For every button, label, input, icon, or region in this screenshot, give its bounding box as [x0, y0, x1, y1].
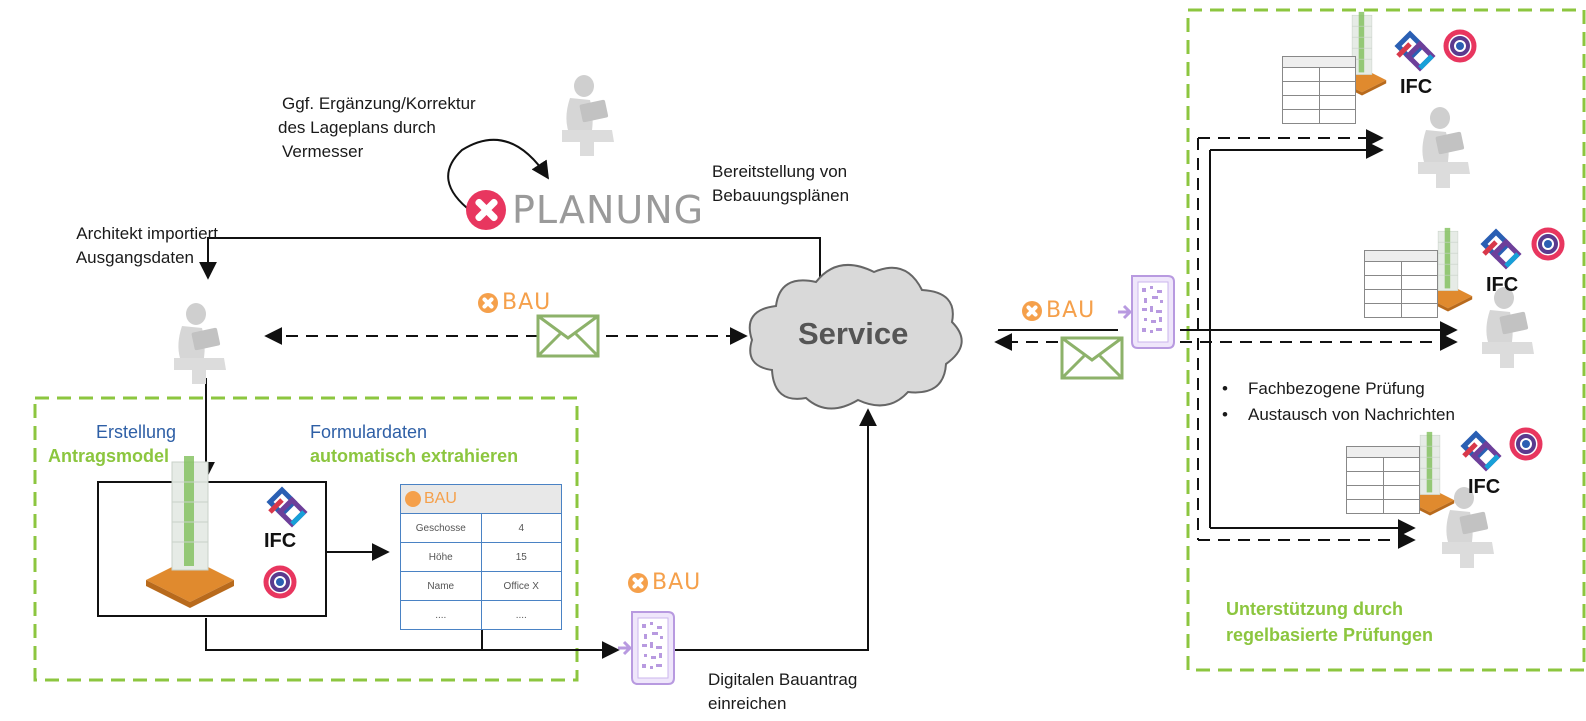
bcf-logo-icon [266, 568, 294, 596]
xplanung-logo: PLANUNG [466, 188, 704, 232]
bullet-item: Austausch von Nachrichten [1222, 402, 1455, 428]
architect-label: Architekt importiert Ausgangsdaten [75, 224, 218, 267]
correction-label: Ggf. Ergänzung/Korrektur des Lageplans d… [278, 94, 476, 161]
xbau-mark-icon [405, 491, 421, 507]
mini-form-table [1364, 250, 1438, 318]
person-at-laptop-icon [562, 75, 614, 156]
creation-label: Erstellung Antragsmodel [48, 422, 177, 466]
ifc-label: IFC [1468, 476, 1501, 498]
xbau-logo: BAU [628, 570, 701, 595]
ifc-logo-icon [1464, 434, 1498, 468]
qr-document-icon [616, 610, 676, 686]
envelope-icon [1060, 336, 1124, 380]
form-table-header: BAU [401, 485, 561, 514]
bullet-item: Fachbezogene Prüfung [1222, 376, 1455, 402]
table-row: Geschosse 4 [401, 514, 561, 543]
xbau-logo: BAU [1022, 298, 1095, 323]
mini-form-table [1282, 56, 1356, 124]
ifc-label: IFC [1486, 274, 1519, 296]
bcf-logo-icon [1512, 430, 1540, 458]
table-row: Name Office X [401, 572, 561, 601]
plan-provision-arrow [199, 237, 821, 280]
person-at-laptop-icon [1482, 287, 1534, 368]
xbau-logo: BAU [478, 290, 551, 315]
submit-label: Digitalen Bauantrag einreichen [708, 670, 858, 713]
review-bullets: Fachbezogene Prüfung Austausch von Nachr… [1222, 376, 1455, 428]
ifc-logo-icon [1484, 232, 1518, 266]
table-row: .... .... [401, 601, 561, 629]
table-row: Höhe 15 [401, 543, 561, 572]
submission-path [205, 618, 620, 659]
support-label: Unterstützung durch regelbasierte Prüfun… [1226, 599, 1434, 645]
correction-curve-arrow [447, 138, 549, 213]
qr-document-icon [1116, 274, 1176, 350]
person-at-laptop-icon [174, 303, 226, 384]
bcf-logo-icon [1446, 32, 1474, 60]
xbau-mark-icon [628, 572, 648, 593]
authority-region [1186, 8, 1586, 672]
bcf-logo-icon [1534, 230, 1562, 258]
creation-region [33, 396, 579, 682]
envelope-icon [536, 314, 600, 358]
service-label: Service [798, 316, 909, 351]
xbau-mark-icon [478, 292, 498, 313]
cloud-icon [748, 264, 963, 410]
ifc-label: IFC [264, 530, 297, 552]
mini-form-table [1346, 446, 1420, 514]
ifc-label: IFC [1400, 76, 1433, 98]
ifc-logo-icon [1398, 34, 1432, 68]
form-data-label: Formulardaten automatisch extrahieren [310, 422, 519, 466]
submission-to-service-arrow [672, 408, 877, 651]
xbau-mark-icon [1022, 300, 1042, 321]
person-at-laptop-icon [1418, 107, 1470, 188]
plan-provision-label: Bereitstellung von Bebauungsplänen [712, 162, 850, 205]
form-data-table: BAU Geschosse 4 Höhe 15 Name Office X ..… [400, 484, 562, 630]
xplanung-mark-icon [466, 190, 506, 230]
